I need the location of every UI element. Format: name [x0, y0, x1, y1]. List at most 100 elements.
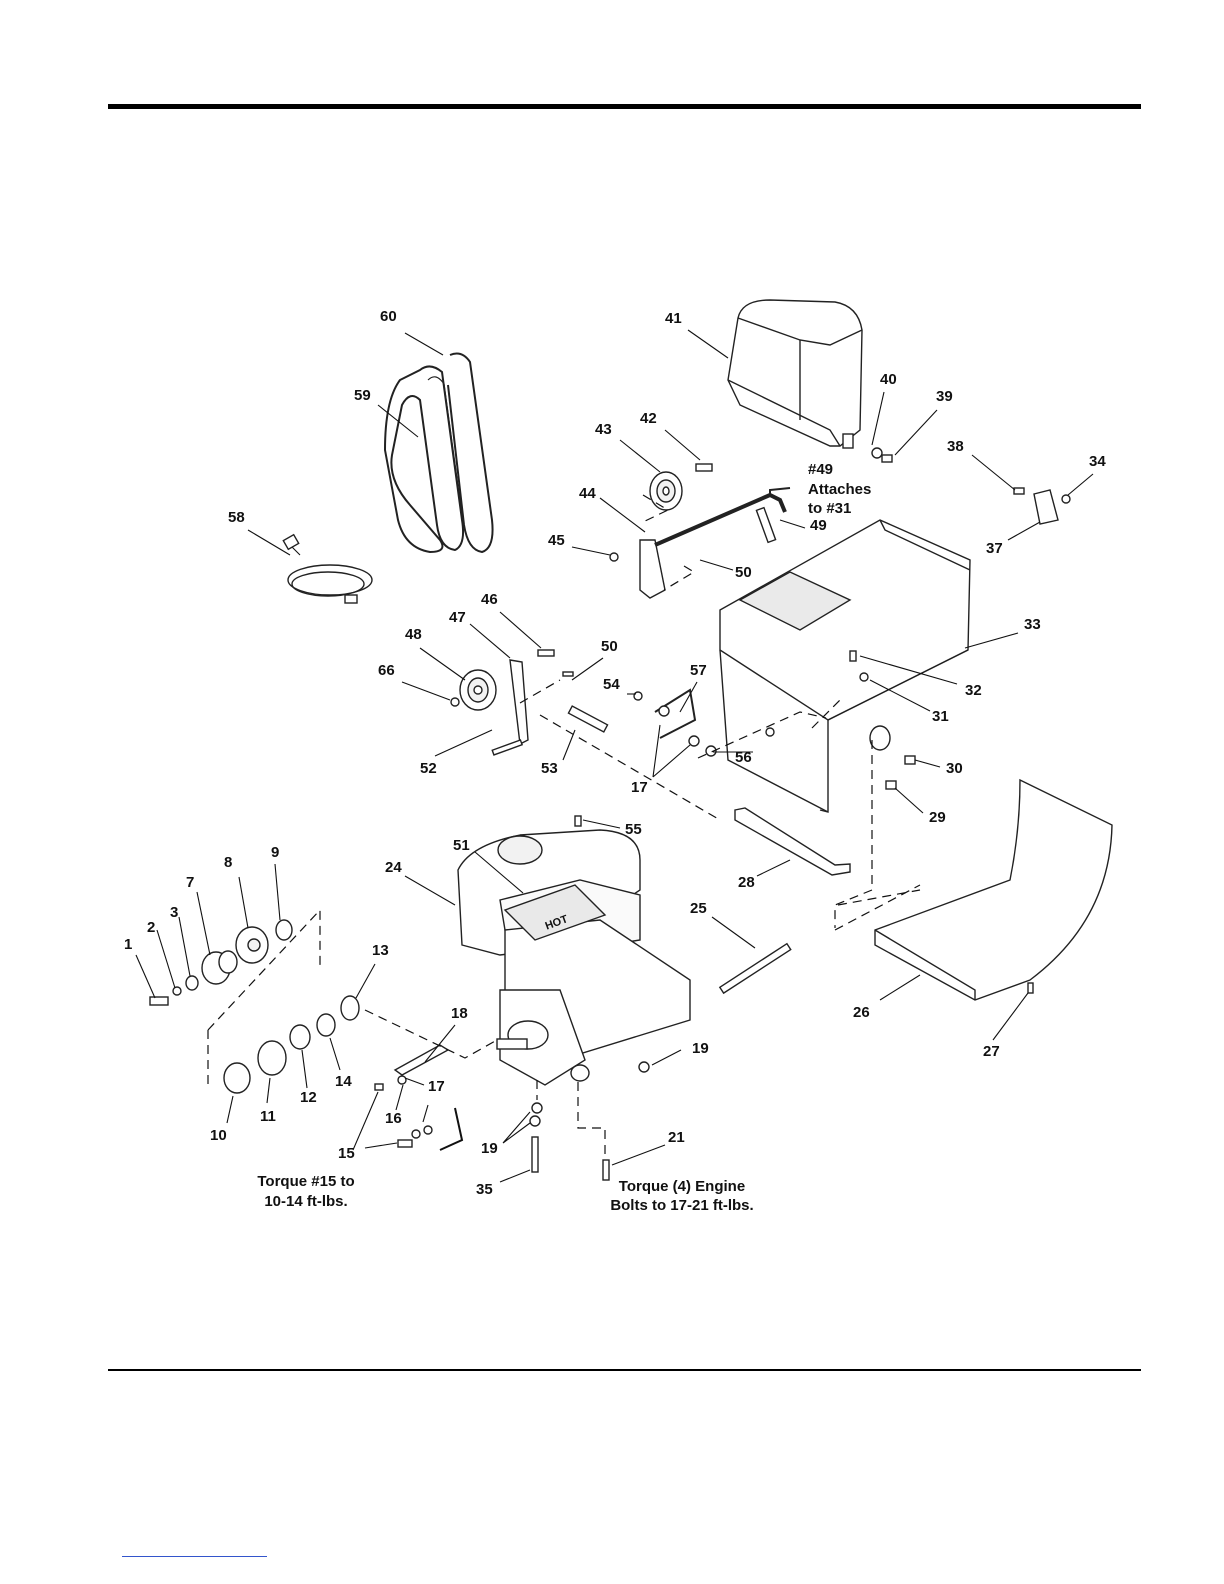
label-51: 51: [453, 837, 470, 854]
drive-belts: [385, 354, 493, 552]
label-53: 53: [541, 760, 558, 777]
label-60: 60: [380, 308, 397, 325]
bolt-39: [882, 455, 892, 462]
pulley-8: [236, 927, 268, 963]
bolt-30: [905, 756, 915, 764]
belt-cover: [728, 300, 862, 448]
bolt-42: [696, 464, 712, 471]
label-19-right: 19: [692, 1040, 709, 1057]
label-31: 31: [932, 708, 949, 725]
label-37: 37: [986, 540, 1003, 557]
engine-24: [458, 830, 690, 1085]
label-27: 27: [983, 1043, 1000, 1060]
pin-50: [563, 672, 573, 676]
pulley-14: [317, 1014, 335, 1036]
label-33: 33: [1024, 616, 1041, 633]
nut-19-b: [532, 1103, 542, 1113]
washer-17-a: [689, 736, 699, 746]
tube-25: [720, 944, 791, 993]
label-24: 24: [385, 859, 402, 876]
label-59: 59: [354, 387, 371, 404]
washer-40: [872, 448, 882, 458]
label-17-upper: 17: [631, 779, 648, 796]
label-32: 32: [965, 682, 982, 699]
label-11: 11: [260, 1108, 276, 1125]
bolt-38: [1014, 488, 1024, 494]
shaft-52: [492, 740, 522, 755]
label-25: 25: [690, 900, 707, 917]
ring-9: [276, 920, 292, 940]
nut-66: [451, 698, 459, 706]
drive-pulley-48: [460, 670, 496, 710]
label-41: 41: [665, 310, 682, 327]
label-35: 35: [476, 1181, 493, 1198]
label-55: 55: [625, 821, 642, 838]
label-43: 43: [595, 421, 612, 438]
bolt-15-a: [375, 1084, 383, 1090]
washer-17-c: [424, 1126, 432, 1134]
label-18: 18: [451, 1005, 468, 1022]
label-14: 14: [335, 1073, 352, 1090]
label-16: 16: [385, 1110, 402, 1127]
guard-plate-26: [875, 780, 1112, 1000]
label-40: 40: [880, 371, 897, 388]
bolt-31: [860, 673, 868, 681]
bolt-21: [603, 1160, 609, 1180]
engine-foot: [571, 1065, 589, 1081]
note-torque-engine-line1: Torque (4) Engine: [619, 1178, 745, 1195]
bracket-47: [510, 660, 528, 744]
extension-cord: [283, 535, 372, 603]
label-56: 56: [735, 749, 752, 766]
pulley-half-7: [202, 951, 237, 984]
nut-16-b: [412, 1130, 420, 1138]
nut-34: [1062, 495, 1070, 503]
nut-45: [610, 553, 618, 561]
label-13: 13: [372, 942, 389, 959]
label-12: 12: [300, 1089, 317, 1106]
label-52: 52: [420, 760, 437, 777]
bolt-35: [532, 1137, 538, 1172]
bearing-11: [258, 1041, 286, 1075]
bracket-18: [395, 1045, 448, 1075]
label-54: 54: [603, 676, 620, 693]
label-10: 10: [210, 1127, 227, 1144]
label-1: 1: [124, 936, 132, 953]
hub-10: [224, 1063, 250, 1093]
bolt-1: [150, 997, 168, 1005]
note-attach-line2: Attaches: [808, 481, 871, 498]
label-30: 30: [946, 760, 963, 777]
bolt-29: [886, 781, 896, 789]
washer-3: [186, 976, 198, 990]
label-38: 38: [947, 438, 964, 455]
note-attach: #49 Attaches to #31: [808, 461, 871, 517]
label-9: 9: [271, 844, 279, 861]
label-46: 46: [481, 591, 498, 608]
note-torque-engine-line2: Bolts to 17-21 ft-lbs.: [610, 1197, 753, 1214]
bolt-46: [538, 650, 554, 656]
label-21: 21: [668, 1129, 685, 1146]
nut-56-frame: [766, 728, 774, 736]
label-48: 48: [405, 626, 422, 643]
label-44: 44: [579, 485, 596, 502]
washer-17-top: [659, 706, 669, 716]
label-26: 26: [853, 1004, 870, 1021]
label-2: 2: [147, 919, 155, 936]
label-8: 8: [224, 854, 232, 871]
label-15: 15: [338, 1145, 355, 1162]
label-34: 34: [1089, 453, 1106, 470]
label-42: 42: [640, 410, 657, 427]
note-torque-engine: Torque (4) Engine Bolts to 17-21 ft-lbs.: [610, 1178, 753, 1214]
idler-pulley-43: [650, 472, 682, 510]
label-47: 47: [449, 609, 466, 626]
note-torque15-line2: 10-14 ft-lbs.: [264, 1193, 347, 1210]
label-58: 58: [228, 509, 245, 526]
note-attach-line3: to #31: [808, 500, 851, 517]
label-29: 29: [929, 809, 946, 826]
nut-16-a: [398, 1076, 406, 1084]
bracket-37: [1034, 490, 1058, 524]
nut-19-a: [639, 1062, 649, 1072]
label-50-upper: 50: [735, 564, 752, 581]
label-49: 49: [810, 517, 827, 534]
spring-53: [568, 706, 607, 732]
mount-bar-28: [735, 808, 850, 875]
